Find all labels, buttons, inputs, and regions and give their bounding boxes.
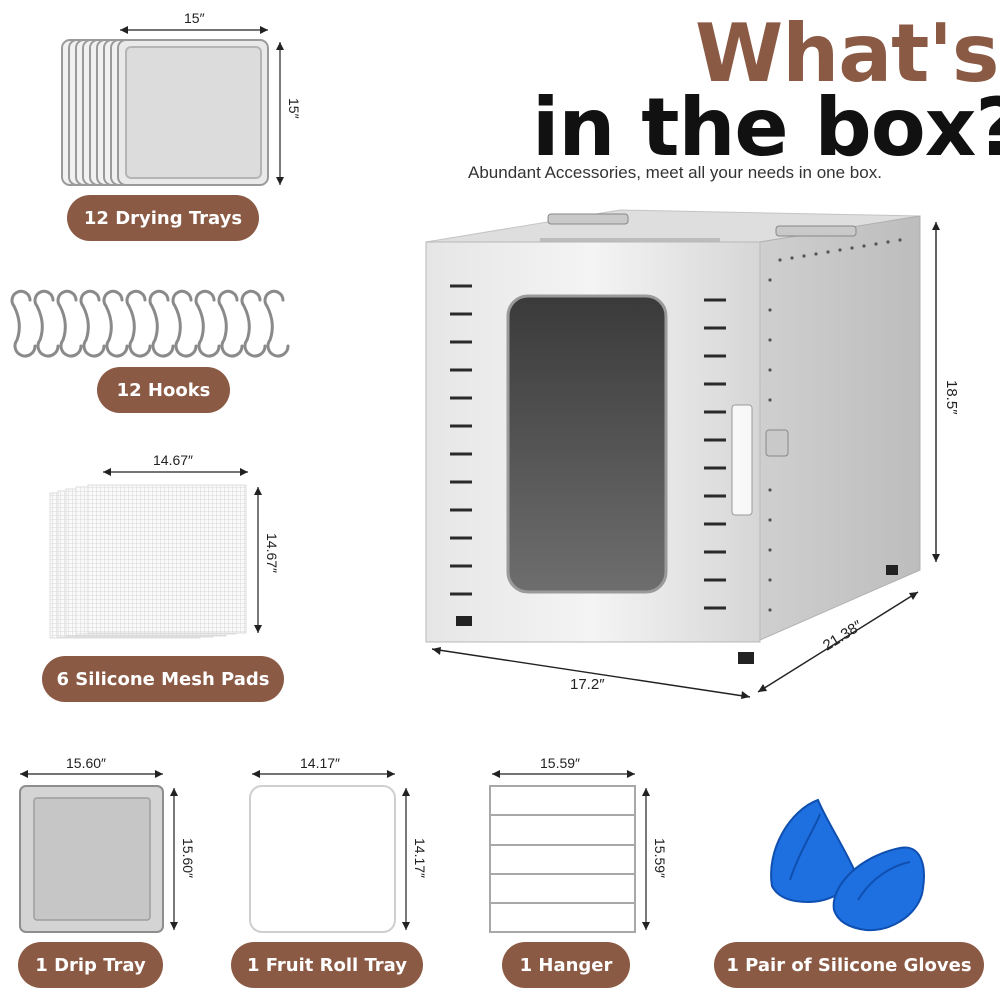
dehydrator-illustration	[425, 209, 940, 699]
drying-tray-stack	[61, 39, 269, 186]
fruit-roll-tray	[249, 785, 396, 933]
hook	[240, 289, 267, 358]
latch	[765, 429, 789, 457]
dehydrator-width: 17.2″	[570, 676, 605, 693]
hook	[171, 289, 198, 358]
front-vents-left	[450, 284, 472, 596]
drying-trays-illustration	[61, 26, 284, 186]
fruit-roll-tray-height: 14.17″	[412, 838, 428, 878]
front-vents-right	[704, 298, 726, 610]
hook	[33, 289, 60, 358]
hanger-frame	[489, 785, 636, 933]
hanger-height: 15.59″	[652, 838, 668, 878]
dehydrator-side	[759, 215, 921, 641]
hook	[125, 289, 152, 358]
silicone-glove-right	[832, 846, 925, 932]
mesh-pads-label: 6 Silicone Mesh Pads	[42, 656, 284, 702]
hanger-illustration	[489, 770, 650, 933]
hook	[217, 289, 244, 358]
fruit-roll-tray-label: 1 Fruit Roll Tray	[231, 942, 423, 988]
gloves-label: 1 Pair of Silicone Gloves	[714, 942, 984, 988]
heading-whats: What's	[695, 7, 1000, 100]
hook	[79, 289, 106, 358]
silicone-glove-left	[770, 798, 858, 904]
drying-tray-width: 15″	[184, 10, 205, 26]
drip-tray-height: 15.60″	[180, 838, 196, 878]
heading-in-the-box: in the box?	[532, 81, 1000, 174]
hanger-label: 1 Hanger	[502, 942, 630, 988]
drying-trays-label: 12 Drying Trays	[67, 195, 259, 241]
drying-tray-height: 15″	[286, 98, 302, 119]
mesh-pad-width: 14.67″	[153, 452, 193, 468]
side-perforations	[768, 238, 902, 612]
hook	[10, 289, 37, 358]
hook	[56, 289, 83, 358]
mesh-pads-illustration	[49, 468, 262, 639]
fruit-roll-tray-width: 14.17″	[300, 755, 340, 771]
heading-tagline: Abundant Accessories, meet all your need…	[468, 163, 882, 182]
mesh-pad-stack	[49, 484, 247, 639]
hanger-width: 15.59″	[540, 755, 580, 771]
hooks-illustration	[10, 289, 290, 358]
gloves-illustration	[770, 798, 925, 932]
hooks-label: 12 Hooks	[97, 367, 230, 413]
hook	[194, 289, 221, 358]
latch	[775, 225, 857, 237]
latch	[547, 213, 629, 225]
dehydrator-height: 18.5″	[943, 380, 960, 415]
dehydrator-handle	[731, 404, 753, 516]
hook	[102, 289, 129, 358]
drip-tray-label: 1 Drip Tray	[18, 942, 163, 988]
fruit-roll-tray-illustration	[249, 770, 410, 933]
hook	[148, 289, 175, 358]
mesh-pad-height: 14.67″	[264, 533, 280, 573]
drip-tray-base	[33, 797, 151, 921]
drip-tray-illustration	[19, 770, 178, 933]
hook	[263, 289, 290, 358]
dehydrator-window	[506, 294, 668, 594]
drip-tray-width: 15.60″	[66, 755, 106, 771]
